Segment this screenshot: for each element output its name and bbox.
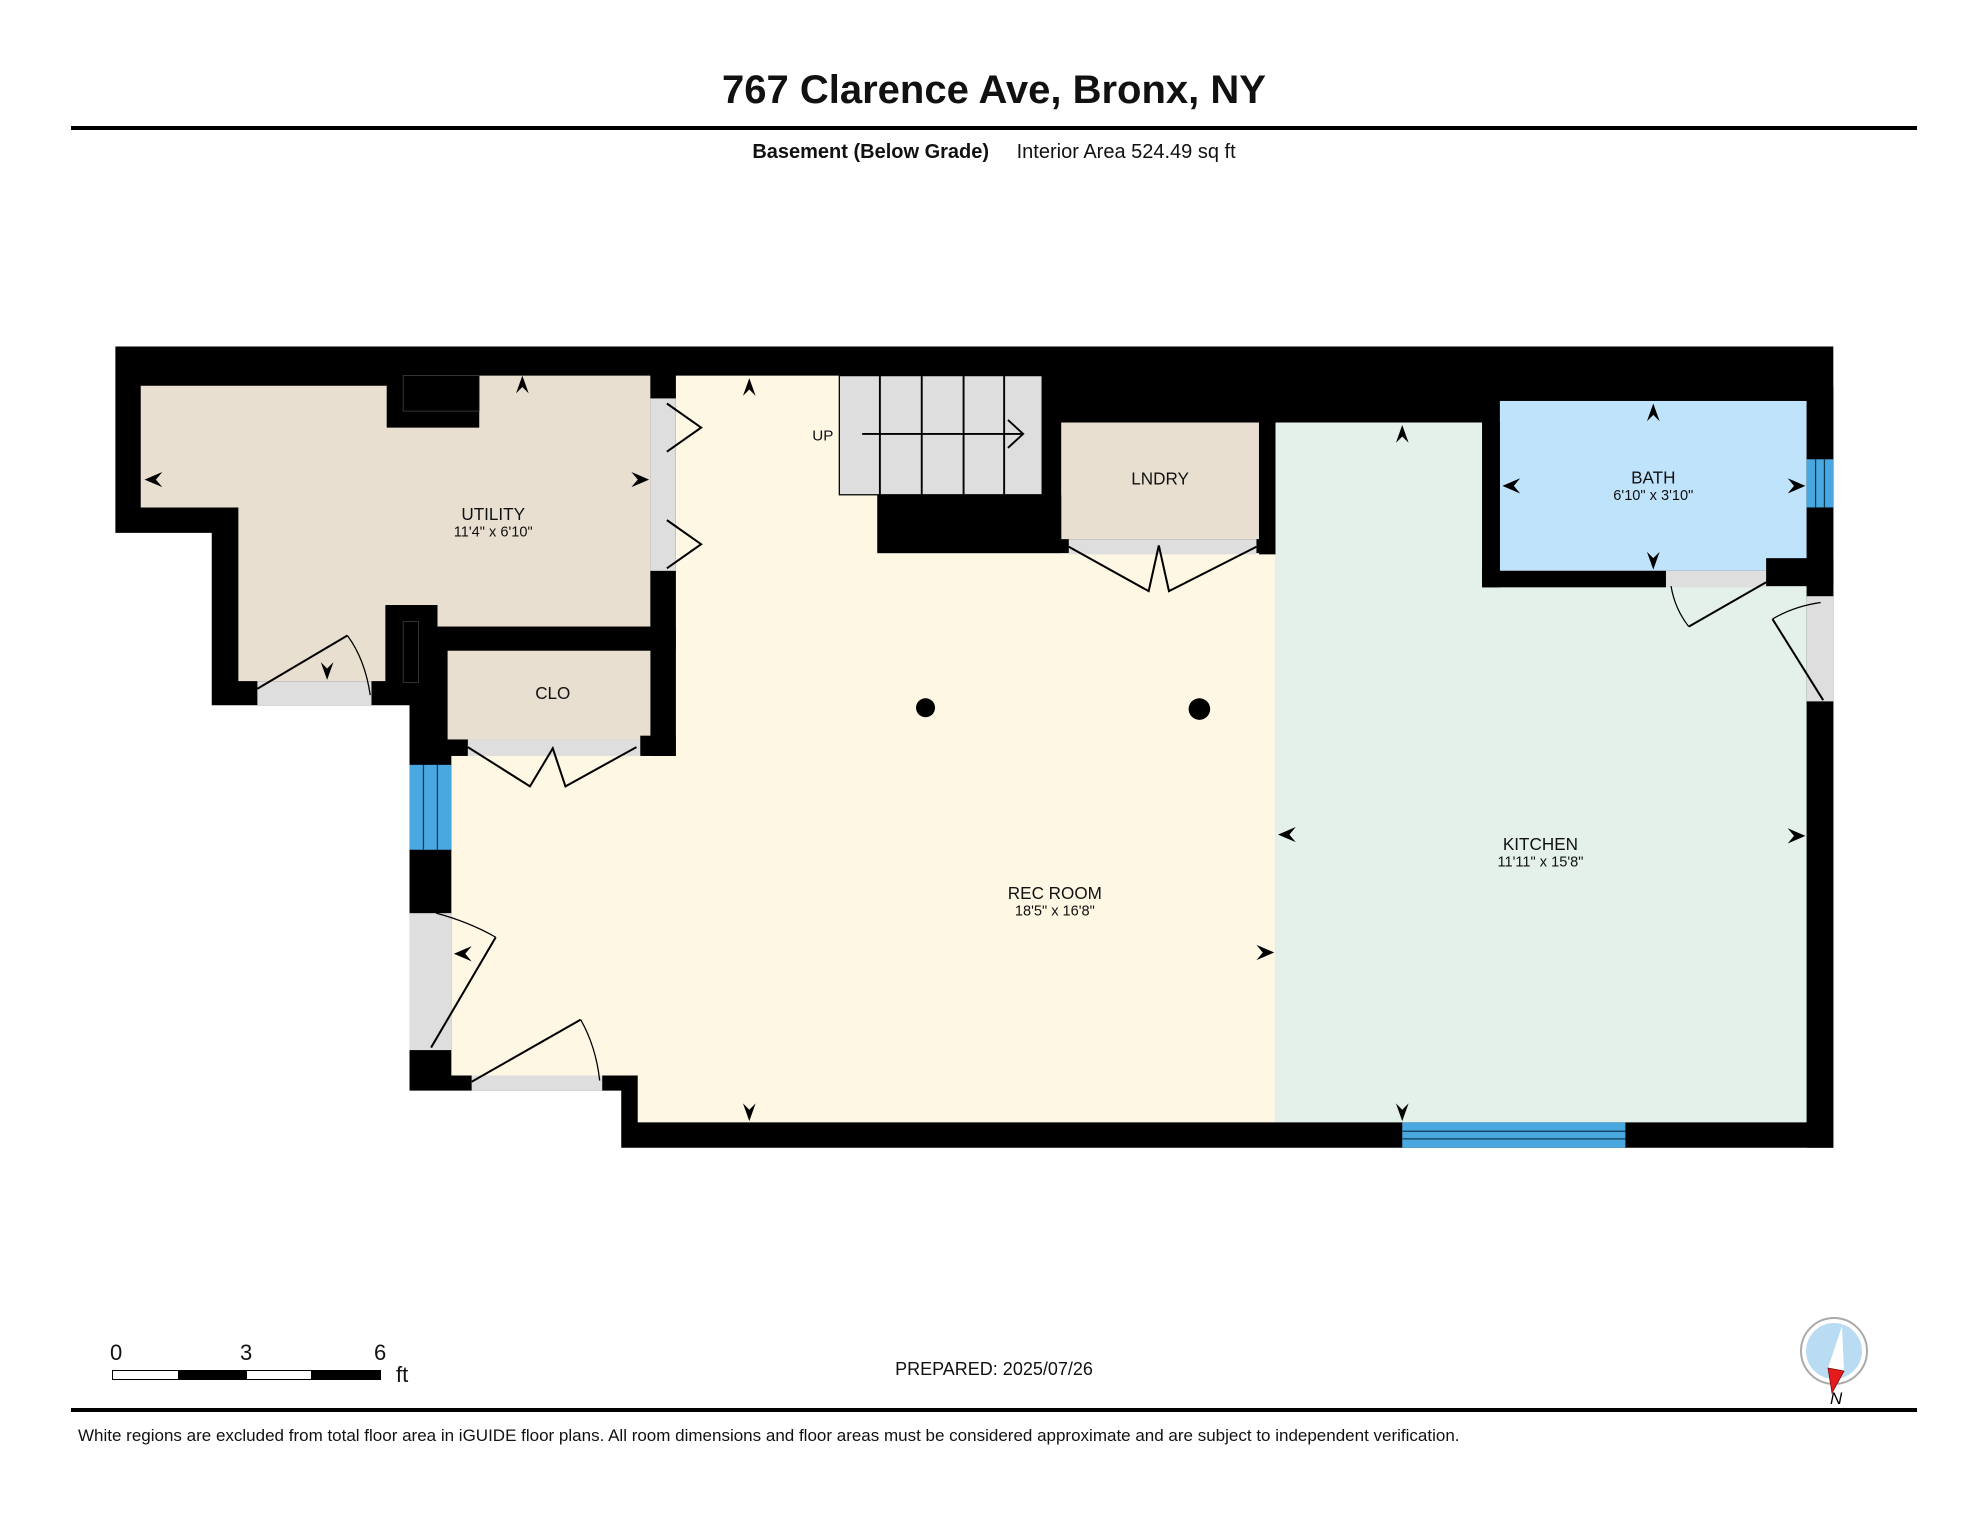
utility-label: UTILITY (461, 505, 525, 524)
column-icon (916, 698, 936, 718)
floor-subtitle: Basement (Below Grade) Interior Area 524… (0, 141, 1988, 164)
kitchen-dims: 11'11" x 15'8" (1497, 854, 1583, 870)
page-title: 767 Clarence Ave, Bronx, NY (722, 68, 1266, 112)
interior-area: Interior Area 524.49 sq ft (1016, 141, 1236, 163)
room-lndry[interactable] (1061, 422, 1259, 540)
kitchen-label: KITCHEN (1503, 835, 1578, 854)
clo-label: CLO (535, 684, 570, 703)
utility-chase (402, 375, 480, 412)
windows (409, 459, 1834, 1148)
scale-bar: 0 3 6 ft (110, 1340, 430, 1400)
disclaimer: White regions are excluded from total fl… (78, 1426, 1460, 1445)
bath-dims: 6'10" x 3'10" (1613, 488, 1693, 504)
utility-chase-2 (402, 621, 419, 683)
utility-dims: 11'4" x 6'10" (454, 525, 533, 541)
room-clo[interactable] (447, 650, 659, 740)
stairs-label: UP (812, 427, 833, 444)
room-rec[interactable] (451, 375, 1276, 1123)
column-icon (1188, 698, 1211, 720)
scale-unit: ft (396, 1362, 409, 1387)
footer-divider (71, 1408, 1917, 1412)
bath-label: BATH (1631, 468, 1675, 487)
floor-name: Basement (Below Grade) (752, 141, 990, 163)
scale-tick-3: 3 (240, 1340, 253, 1365)
doors[interactable] (256, 402, 1825, 1083)
title-divider (71, 126, 1917, 130)
room-utility[interactable] (140, 375, 651, 682)
scale-tick-6: 6 (374, 1340, 387, 1365)
lndry-label: LNDRY (1131, 470, 1189, 489)
rec-room-label: REC ROOM (1008, 884, 1102, 903)
door-openings (257, 398, 1834, 1091)
rec-room-dims: 18'5" x 16'8" (1015, 904, 1095, 920)
stairs[interactable] (838, 374, 1043, 496)
kitchen-right-wall (1806, 701, 1834, 1148)
dimension-markers (144, 375, 1806, 1122)
room-bath[interactable] (1499, 400, 1807, 571)
compass-icon: N (1798, 1316, 1870, 1408)
scale-segment (311, 1370, 381, 1380)
prepared-date: PREPARED: 2025/07/26 (895, 1359, 1093, 1379)
compass-label: N (1830, 1389, 1843, 1406)
scale-tick-0: 0 (110, 1340, 123, 1365)
